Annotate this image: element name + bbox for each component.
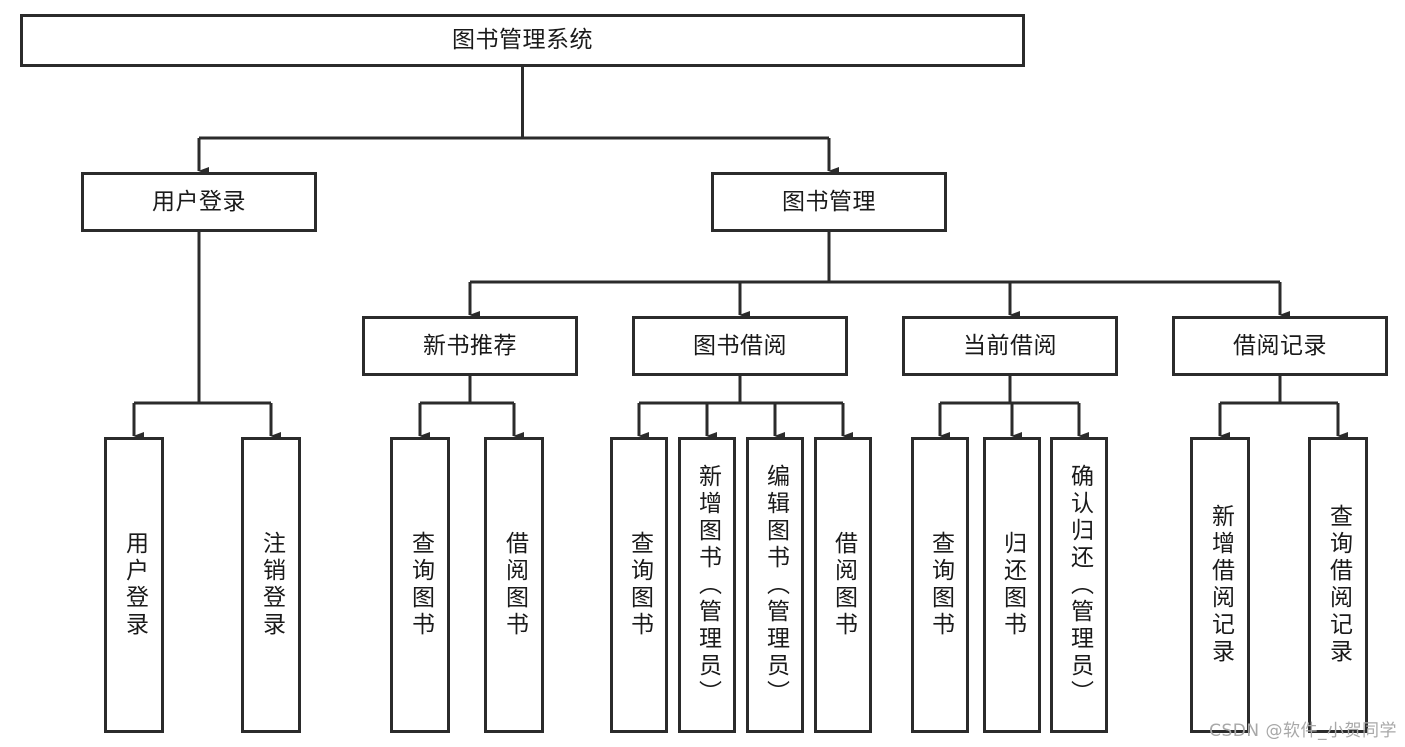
node-label: 借阅图书 xyxy=(501,531,528,639)
node-l-cu-confirm[interactable]: 确认归还（管理员） xyxy=(1050,437,1108,733)
node-label: 图书借阅 xyxy=(693,332,787,359)
node-l-rc-query[interactable]: 查询借阅记录 xyxy=(1308,437,1368,733)
node-label: 查询图书 xyxy=(626,531,653,639)
node-current[interactable]: 当前借阅 xyxy=(902,316,1118,376)
node-label: 图书管理系统 xyxy=(452,27,593,54)
node-label: 注销登录 xyxy=(258,531,285,639)
node-label: 当前借阅 xyxy=(963,332,1057,359)
node-l-logout[interactable]: 注销登录 xyxy=(241,437,301,733)
node-label: 查询借阅记录 xyxy=(1325,504,1352,666)
node-l-bw-query[interactable]: 查询图书 xyxy=(610,437,668,733)
node-label: 归还图书 xyxy=(999,531,1026,639)
node-label: 新增图书（管理员） xyxy=(694,463,721,707)
node-label: 借阅图书 xyxy=(830,531,857,639)
node-newbooks[interactable]: 新书推荐 xyxy=(362,316,578,376)
node-label: 新书推荐 xyxy=(423,332,517,359)
node-l-cu-query[interactable]: 查询图书 xyxy=(911,437,969,733)
node-label: 借阅记录 xyxy=(1233,332,1327,359)
node-l-nb-borrow[interactable]: 借阅图书 xyxy=(484,437,544,733)
node-label: 查询图书 xyxy=(927,531,954,639)
node-label: 用户登录 xyxy=(152,188,246,215)
node-root[interactable]: 图书管理系统 xyxy=(20,14,1025,67)
node-label: 确认归还（管理员） xyxy=(1066,463,1093,707)
node-bookmgmt[interactable]: 图书管理 xyxy=(711,172,947,232)
node-login[interactable]: 用户登录 xyxy=(81,172,317,232)
node-borrow[interactable]: 图书借阅 xyxy=(632,316,848,376)
edge-group xyxy=(132,67,1349,441)
node-l-cu-return[interactable]: 归还图书 xyxy=(983,437,1041,733)
node-label: 图书管理 xyxy=(782,188,876,215)
node-l-login[interactable]: 用户登录 xyxy=(104,437,164,733)
node-l-bw-edit[interactable]: 编辑图书（管理员） xyxy=(746,437,804,733)
node-label: 编辑图书（管理员） xyxy=(762,463,789,707)
node-l-nb-query[interactable]: 查询图书 xyxy=(390,437,450,733)
node-label: 用户登录 xyxy=(121,531,148,639)
node-label: 新增借阅记录 xyxy=(1207,504,1234,666)
node-label: 查询图书 xyxy=(407,531,434,639)
node-l-rc-add[interactable]: 新增借阅记录 xyxy=(1190,437,1250,733)
node-l-bw-add[interactable]: 新增图书（管理员） xyxy=(678,437,736,733)
node-records[interactable]: 借阅记录 xyxy=(1172,316,1388,376)
node-l-bw-lend[interactable]: 借阅图书 xyxy=(814,437,872,733)
watermark-text: CSDN @软件_小贺同学 xyxy=(1209,721,1397,741)
